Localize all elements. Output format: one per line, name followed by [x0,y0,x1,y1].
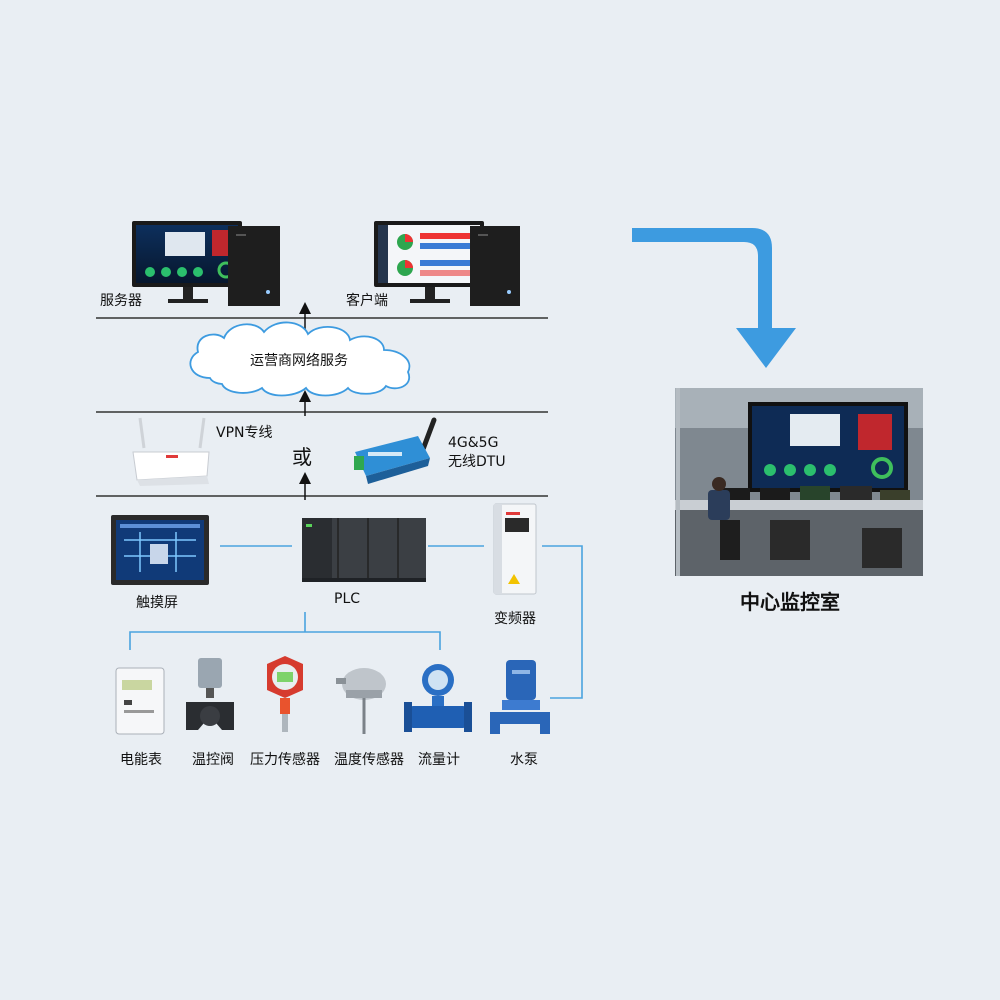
flow-meter-label: 流量计 [418,752,460,768]
dtu-label-line2: 无线DTU [448,454,506,470]
water-pump-label: 水泵 [510,752,538,768]
server-monitor-icon [132,221,242,303]
meter-icon [115,667,165,735]
router-icon [132,417,210,486]
hmi-panel-icon [111,515,209,585]
cloud-icon [189,321,411,397]
client-label: 客户端 [346,293,388,309]
valve-icon [186,658,234,730]
vpn-label: VPN专线 [216,425,273,441]
plc-label: PLC [334,591,361,607]
vfd-label: 变频器 [494,611,536,627]
pressure-gauge-icon [267,656,303,732]
dtu-label-line1: 4G&5G [448,435,499,451]
link-vfd-pump [542,545,583,699]
control-room-photo-icon [675,388,923,576]
server-tower-icon [228,226,280,306]
control-room-label: 中心监控室 [740,590,840,614]
cloud-label: 运营商网络服务 [250,353,348,369]
pump-icon [490,660,550,734]
temp-valve-label: 温控阀 [192,752,234,768]
inverter-icon [493,503,537,595]
flowmeter-icon [404,664,472,732]
pressure-sensor-label: 压力传感器 [250,752,320,768]
touchscreen-label: 触摸屏 [136,595,178,611]
client-tower-icon [470,226,520,306]
sensor-bus [129,612,441,650]
or-label: 或 [292,445,312,469]
server-label: 服务器 [100,293,142,309]
bent-arrow-icon [632,228,796,368]
plc-rack-icon [302,518,426,582]
thermo-probe-icon [336,668,386,734]
energy-meter-label: 电能表 [120,752,162,768]
client-monitor-icon [374,221,484,303]
dtu-modem-icon [354,417,437,484]
temp-sensor-label: 温度传感器 [334,752,404,768]
